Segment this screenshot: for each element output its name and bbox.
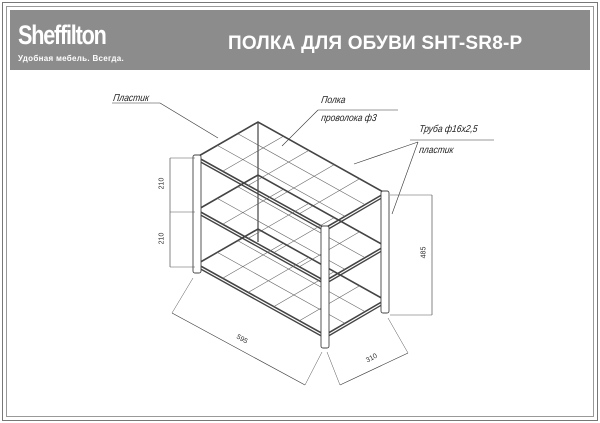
- shelf-wire: [299, 178, 360, 215]
- shelf-wire: [222, 135, 284, 172]
- post-0: [192, 154, 202, 274]
- dimension-gap-top: 210: [158, 177, 166, 190]
- dimension-height: 485: [420, 246, 428, 259]
- shelf-wire: [248, 203, 309, 239]
- post-2: [380, 190, 390, 314]
- shelf-side-rail: [324, 302, 386, 339]
- shelf-wire: [299, 285, 360, 322]
- leader-plastic-right: [391, 141, 419, 215]
- callout-wire: проволока ф3: [320, 113, 378, 124]
- header-banner: [10, 10, 590, 70]
- extension-line: [304, 351, 323, 386]
- callout-plastic-left: Пластик: [112, 93, 150, 104]
- shelf-wire: [248, 150, 309, 186]
- shelf-front-rail: [196, 212, 326, 285]
- extension-line: [387, 317, 409, 354]
- callout-shelf: Полка: [320, 95, 347, 106]
- leader-tube: [353, 141, 419, 165]
- leader-plastic-left: [159, 102, 219, 139]
- callout-plastic-right: пластик: [418, 145, 455, 156]
- extension-line: [326, 351, 341, 386]
- dimension-line-length: [171, 312, 306, 386]
- inner-frame: [6, 6, 594, 417]
- page-title: ПОЛКА ДЛЯ ОБУВИ SHT-SR8-P: [228, 33, 523, 54]
- shelf-side-rail: [324, 248, 386, 285]
- shelf-front-rail: [196, 159, 326, 232]
- shelf-wire: [222, 242, 284, 279]
- post-1: [320, 225, 330, 349]
- shelf-front-rail: [196, 266, 326, 339]
- dimension-gap-bottom: 210: [158, 232, 166, 245]
- shelf-wire: [237, 133, 366, 205]
- callout-tube: Труба ф16х2,5: [418, 124, 479, 135]
- extension-line: [171, 277, 194, 314]
- shelf-wire: [222, 188, 284, 225]
- shelf-wire: [248, 257, 309, 293]
- shelf-wire: [299, 231, 360, 268]
- shelf-wire: [273, 164, 335, 200]
- leader-shelf: [281, 109, 319, 147]
- shelf-side-rail: [324, 195, 386, 232]
- shelf-wire: [273, 217, 335, 253]
- shelf-wire: [237, 240, 366, 312]
- brand-slogan: Удобная мебель. Всегда.: [18, 54, 125, 63]
- brand-logo: Sheffilton: [18, 20, 107, 50]
- shelf-wire: [217, 145, 346, 217]
- shelf-wire: [237, 186, 366, 258]
- dimension-line-depth: [339, 352, 409, 386]
